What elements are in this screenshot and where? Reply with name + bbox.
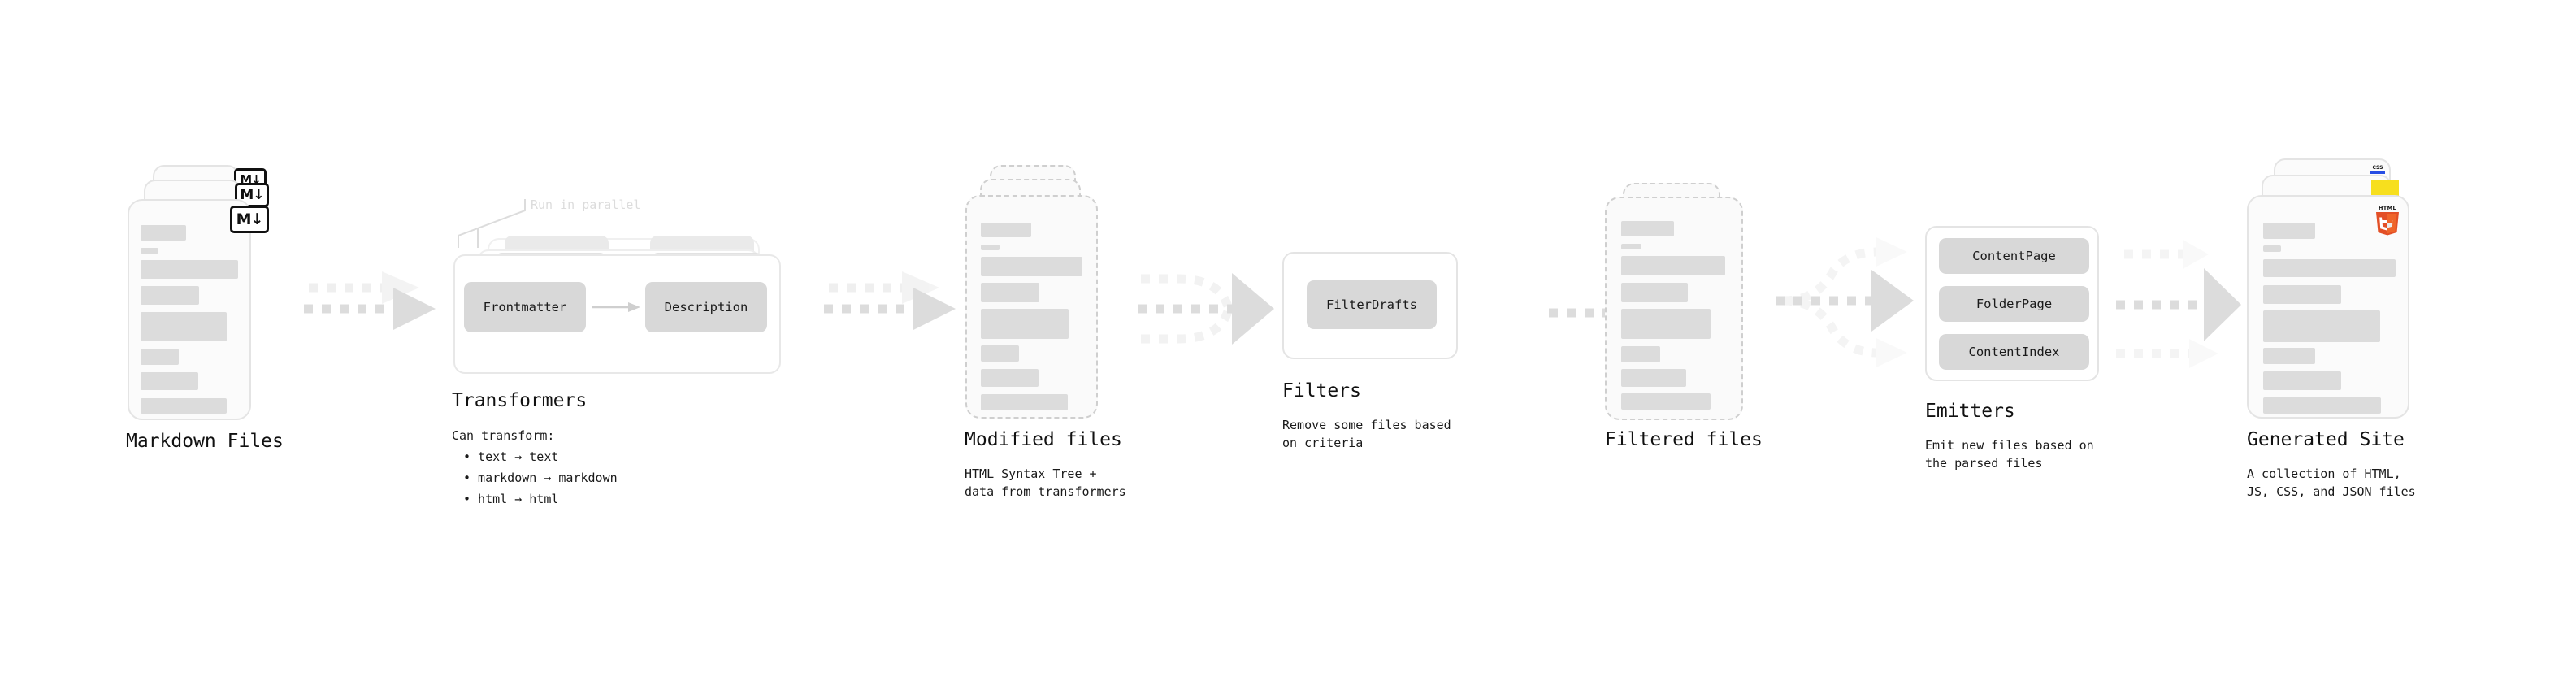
arrow-emitters-to-site — [2116, 240, 2241, 368]
skeleton-line — [141, 286, 199, 305]
skeleton-line — [2263, 245, 2281, 252]
skeleton-line — [981, 245, 1000, 250]
skeleton-line — [981, 345, 1019, 362]
chip-contentpage[interactable]: ContentPage — [1939, 238, 2089, 274]
stage-caption: HTML Syntax Tree + data from transformer… — [965, 466, 1126, 499]
skeleton-line — [1621, 283, 1688, 302]
stage-title: Modified files — [965, 429, 1122, 450]
skeleton-line — [2263, 285, 2341, 304]
emitters-box: ContentPage FolderPage ContentIndex — [1925, 226, 2099, 381]
skeleton-line — [1621, 309, 1711, 339]
chip-folderpage[interactable]: FolderPage — [1939, 286, 2089, 322]
skeleton-line — [141, 398, 227, 414]
skeleton-line — [981, 223, 1031, 237]
stage-caption: Remove some files based on criteria — [1282, 418, 1451, 450]
chip-frontmatter[interactable]: Frontmatter — [464, 282, 586, 332]
transform-bullet-2: • html → html — [463, 492, 559, 506]
arrow-filtered-to-emitters — [1776, 237, 1914, 367]
skeleton-line — [141, 225, 186, 241]
html5-badge-icon: HTML — [2376, 205, 2399, 236]
transformer-layer-front: Frontmatter Description — [453, 254, 781, 374]
inner-arrow-front — [592, 302, 640, 312]
skeleton-line — [981, 369, 1039, 387]
parallel-bracket — [458, 199, 526, 248]
document-card-front — [1605, 197, 1743, 420]
skeleton-line — [141, 248, 158, 254]
stage-title: Transformers — [452, 390, 588, 411]
stage-title: Emitters — [1925, 401, 2015, 422]
skeleton-line — [2263, 397, 2381, 414]
skeleton-line — [141, 372, 198, 390]
parallel-annotation: Run in parallel — [531, 197, 641, 212]
skeleton-line — [981, 394, 1068, 410]
stage-title: Markdown Files — [126, 431, 284, 452]
document-card-front — [128, 199, 251, 420]
skeleton-line — [1621, 256, 1725, 275]
skeleton-line — [1621, 221, 1674, 236]
arrow-transformers-to-modified — [824, 271, 956, 330]
chip-filterdrafts[interactable]: FilterDrafts — [1307, 280, 1437, 329]
document-card-front — [965, 195, 1098, 419]
skeleton-line — [141, 312, 227, 341]
skeleton-line — [1621, 369, 1686, 387]
skeleton-line — [141, 349, 179, 365]
markdown-badge-icon: M↓ — [230, 206, 269, 233]
chip-contentindex[interactable]: ContentIndex — [1939, 334, 2089, 370]
skeleton-line — [2263, 259, 2396, 277]
skeleton-line — [2263, 223, 2315, 239]
stage-title: Filtered files — [1605, 429, 1763, 450]
arrow-modified-to-filters — [1138, 273, 1274, 345]
skeleton-line — [2263, 310, 2380, 342]
stage-caption: Emit new files based on the parsed files — [1925, 438, 2094, 471]
stage-caption: Can transform: — [452, 428, 555, 443]
css3-badge-icon: CSS — [2370, 165, 2385, 174]
skeleton-line — [981, 283, 1039, 302]
skeleton-line — [1621, 244, 1641, 249]
chip-description[interactable]: Description — [645, 282, 767, 332]
skeleton-line — [2263, 371, 2341, 390]
stage-title: Generated Site — [2247, 429, 2405, 450]
arrow-markdown-to-transformers — [304, 271, 436, 330]
skeleton-line — [141, 260, 238, 279]
stage-title: Filters — [1282, 380, 1361, 401]
skeleton-line — [1621, 346, 1660, 362]
svg-text:HTML: HTML — [2379, 205, 2396, 211]
transform-bullet-0: • text → text — [463, 449, 559, 464]
transform-bullet-1: • markdown → markdown — [463, 471, 618, 485]
skeleton-line — [981, 309, 1069, 339]
stage-caption: A collection of HTML, JS, CSS, and JSON … — [2247, 466, 2416, 499]
skeleton-line — [981, 257, 1082, 276]
svg-text:CSS: CSS — [2373, 165, 2383, 171]
js-badge-icon — [2371, 180, 2399, 197]
skeleton-line — [2263, 348, 2315, 364]
skeleton-line — [1621, 393, 1711, 410]
filters-box: FilterDrafts — [1282, 252, 1458, 359]
